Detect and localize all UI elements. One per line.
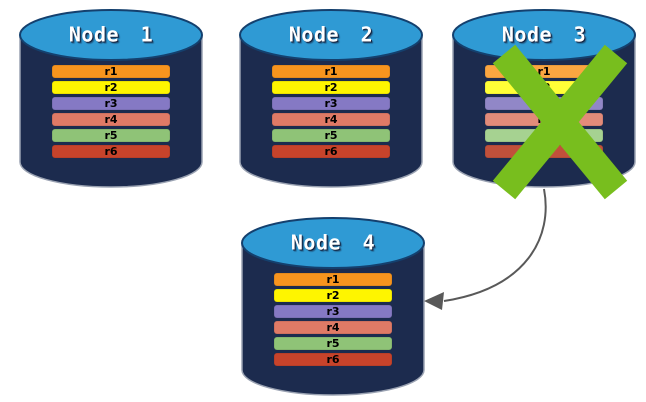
replica-bar-r6: r6 [272,145,390,158]
node-2-title: Node 2 [288,22,374,47]
replica-label: r2 [326,289,340,302]
replica-label: r3 [324,97,338,110]
node-4: Node 4 r1 r2 r3 r4 r5 r6 [241,216,425,397]
replica-bar-r5: r5 [272,129,390,142]
replica-label: r4 [104,113,118,126]
replica-label: r4 [324,113,338,126]
replica-bar-r1: r1 [272,65,390,78]
node-2: Node 2 r1 r2 r3 r4 r5 r6 [239,8,423,189]
node-1-title: Node 1 [68,22,154,47]
replica-label: r6 [104,145,118,158]
replica-bar-r3: r3 [52,97,170,110]
replica-label: r5 [104,129,118,142]
replica-bar-r1: r1 [274,273,392,286]
replica-bar-r4: r4 [52,113,170,126]
replica-bar-r6: r6 [52,145,170,158]
replica-bar-r3: r3 [274,305,392,318]
node-3: Node 3 r1 r2 r3 r4 r5 r6 [452,8,636,200]
cylinder-top [239,9,423,61]
failover-arrow-curve [443,188,547,302]
replica-label: r5 [324,129,338,142]
replica-bar-r2: r2 [274,289,392,302]
replica-bar-r4: r4 [272,113,390,126]
cylinder-top [19,9,203,61]
replica-label: r1 [104,65,118,78]
cylinder-top [241,217,425,269]
node-2-replica-list: r1 r2 r3 r4 r5 r6 [272,65,390,161]
failover-arrowhead [424,292,444,310]
replica-bar-r5: r5 [274,337,392,350]
cylinder-top [452,9,636,61]
replica-label: r1 [324,65,338,78]
replica-label: r2 [324,81,338,94]
replica-label: r3 [326,305,340,318]
replica-bar-r1: r1 [52,65,170,78]
replica-bar-r5: r5 [52,129,170,142]
replica-bar-r3: r3 [272,97,390,110]
node-1-replica-list: r1 r2 r3 r4 r5 r6 [52,65,170,161]
node-3-title: Node 3 [501,22,587,47]
replica-bar-r2: r2 [52,81,170,94]
replica-bar-r4: r4 [274,321,392,334]
replica-label: r2 [104,81,118,94]
node-4-title: Node 4 [290,230,376,255]
replica-label: r1 [537,65,551,78]
replica-bar-r2: r2 [272,81,390,94]
node-1: Node 1 r1 r2 r3 r4 r5 r6 [19,8,203,189]
replica-label: r6 [324,145,338,158]
replica-label: r3 [104,97,118,110]
failure-x-icon [492,44,628,200]
node-4-replica-list: r1 r2 r3 r4 r5 r6 [274,273,392,369]
replica-label: r1 [326,273,340,286]
replica-label: r6 [326,353,340,366]
replica-label: r5 [326,337,340,350]
replica-bar-r6: r6 [274,353,392,366]
replica-label: r4 [326,321,340,334]
